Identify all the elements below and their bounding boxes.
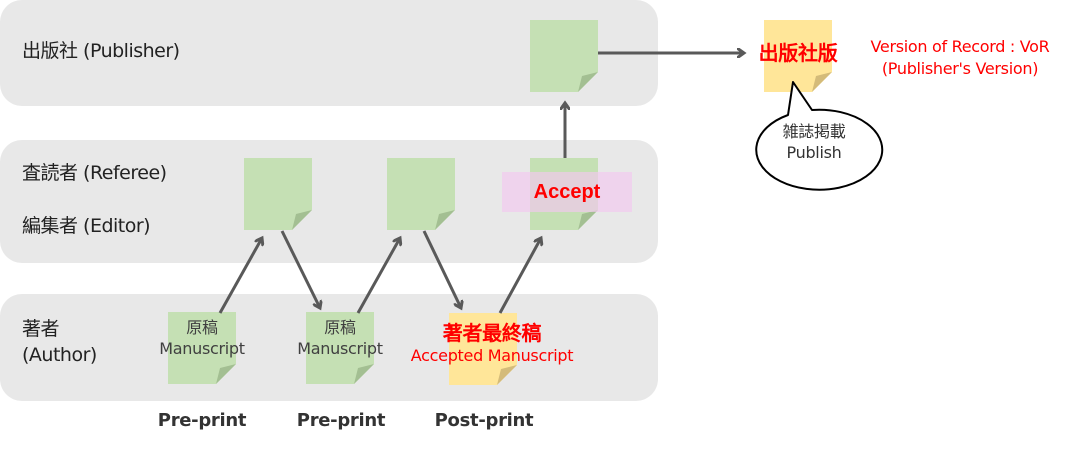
stage-label-preprint-1: Pre-print <box>157 410 247 431</box>
publish-callout-jp: 雑誌掲載 <box>782 122 846 141</box>
publish-callout-text: 雑誌掲載 Publish <box>754 122 874 164</box>
accepted-manuscript-document-icon <box>449 313 517 385</box>
manuscript-1-title-jp: 原稿 <box>186 318 218 337</box>
publisher-label: 出版社 (Publisher) <box>22 40 180 62</box>
accept-badge: Accept <box>502 172 632 212</box>
author-label: 著者 (Author) <box>22 317 97 368</box>
manuscript-document-icon <box>306 312 374 384</box>
accepted-manuscript-title-en: Accepted Manuscript <box>410 346 574 365</box>
vor-caption-en: Version of Record : VoR (Publisher's Ver… <box>852 36 1068 79</box>
manuscript-2-title-jp: 原稿 <box>324 318 356 337</box>
vor-title-en-line2: (Publisher's Version) <box>881 58 1039 78</box>
stage-label-preprint-2: Pre-print <box>296 410 386 431</box>
accepted-manuscript-title-jp: 著者最終稿 <box>442 321 542 345</box>
manuscript-2-title-en: Manuscript <box>297 338 383 358</box>
publish-callout-en: Publish <box>786 142 842 162</box>
manuscript-1-title-en: Manuscript <box>159 338 245 358</box>
manuscript-2-caption: 原稿 Manuscript <box>284 318 396 360</box>
referee-label: 査読者 (Referee) <box>22 162 167 184</box>
manuscript-document-icon <box>168 312 236 384</box>
review-document-icon <box>244 158 312 230</box>
manuscript-1-caption: 原稿 Manuscript <box>146 318 258 360</box>
publisher-document-icon <box>530 20 598 92</box>
author-label-jp: 著者 <box>22 318 60 340</box>
stage-label-postprint: Post-print <box>434 410 534 431</box>
author-label-en: (Author) <box>22 343 97 366</box>
editor-label: 編集者 (Editor) <box>22 215 151 237</box>
accepted-manuscript-caption: 著者最終稿 Accepted Manuscript <box>392 320 592 367</box>
review-document-icon <box>387 158 455 230</box>
vor-title-jp: 出版社版 <box>758 41 838 65</box>
accept-label: Accept <box>533 180 601 203</box>
vor-title-en-line1: Version of Record : VoR <box>870 37 1050 56</box>
